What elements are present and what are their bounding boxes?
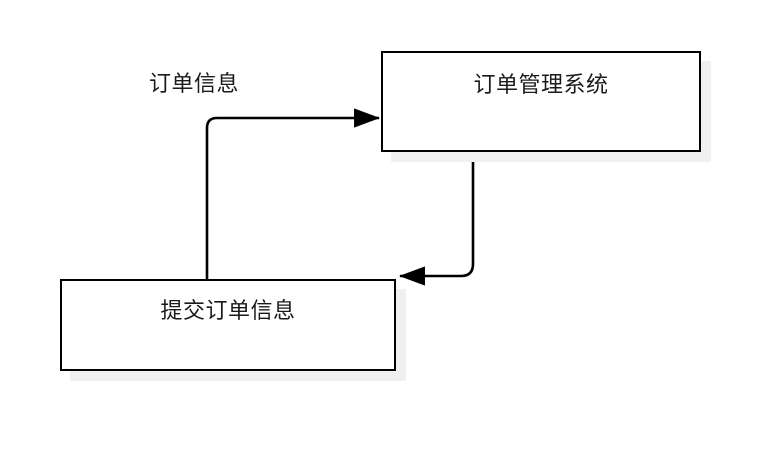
node-order-system[interactable]: 订单管理系统 (381, 51, 701, 152)
node-submit-order-label: 提交订单信息 (160, 299, 296, 324)
node-order-system-label: 订单管理系统 (473, 73, 609, 98)
edge-submit-to-system (205, 108, 381, 279)
edge-system-to-submit (398, 152, 475, 286)
node-submit-order[interactable]: 提交订单信息 (60, 279, 396, 371)
edge-label-order-info: 订单信息 (149, 72, 240, 97)
